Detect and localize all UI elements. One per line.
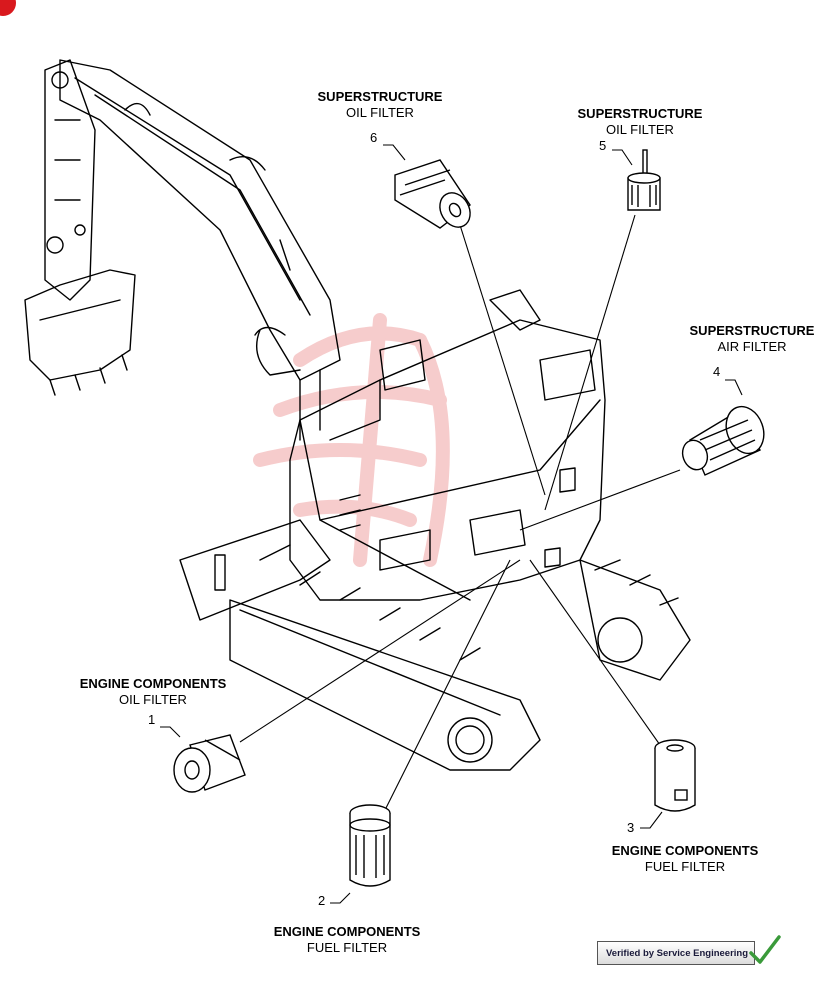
- leader-3-to-machine: [529, 559, 661, 746]
- callout-4: SUPERSTRUCTURE AIR FILTER: [682, 323, 822, 355]
- leader-3: [640, 811, 663, 829]
- callout-number-6: 6: [370, 130, 378, 145]
- leader-2: [330, 892, 351, 904]
- callout-1: ENGINE COMPONENTS OIL FILTER: [72, 676, 234, 708]
- callout-3-sub: FUEL FILTER: [644, 859, 726, 874]
- watermark-logo: [253, 313, 450, 567]
- callout-3-title: ENGINE COMPONENTS: [611, 843, 759, 858]
- part-5-oil-filter: [627, 149, 661, 211]
- leader-2-to-machine: [384, 559, 511, 811]
- verified-badge-text: Verified by Service Engineering: [606, 947, 749, 959]
- leader-lines: [160, 144, 743, 904]
- callout-1-title: ENGINE COMPONENTS: [79, 676, 227, 691]
- leader-4-to-machine: [519, 469, 681, 531]
- callout-number-1: 1: [148, 712, 156, 727]
- leader-1: [160, 726, 181, 738]
- leader-5: [612, 149, 633, 166]
- leader-4: [725, 379, 743, 396]
- part-2-fuel-filter: [349, 804, 391, 887]
- callout-2-title: ENGINE COMPONENTS: [273, 924, 421, 939]
- callout-5-sub: OIL FILTER: [606, 122, 674, 137]
- verified-badge: Verified by Service Engineering: [597, 941, 755, 965]
- callout-4-title: SUPERSTRUCTURE: [689, 323, 815, 338]
- corner-mark: [0, 0, 16, 16]
- excavator-boom: [59, 59, 341, 381]
- callout-6-title: SUPERSTRUCTURE: [317, 89, 443, 104]
- part-3-fuel-filter: [654, 739, 696, 812]
- part-1-oil-filter: [173, 734, 246, 793]
- callout-5-title: SUPERSTRUCTURE: [577, 106, 703, 121]
- excavator-stick: [44, 59, 96, 301]
- callout-number-2: 2: [318, 893, 326, 908]
- excavator-tracks: [179, 519, 691, 771]
- part-4-air-filter: [681, 405, 765, 476]
- leader-1-to-machine: [239, 559, 521, 743]
- callout-6: SUPERSTRUCTURE OIL FILTER: [310, 89, 450, 121]
- callout-6-sub: OIL FILTER: [346, 105, 414, 120]
- callout-5: SUPERSTRUCTURE OIL FILTER: [570, 106, 710, 138]
- callout-2: ENGINE COMPONENTS FUEL FILTER: [264, 924, 430, 956]
- leader-6-to-machine: [459, 224, 546, 496]
- leader-6: [383, 144, 406, 161]
- callout-number-4: 4: [713, 364, 721, 379]
- excavator-bucket: [24, 269, 136, 396]
- excavator-superstructure: [289, 289, 606, 601]
- callout-1-sub: OIL FILTER: [119, 692, 187, 707]
- callout-2-sub: FUEL FILTER: [306, 940, 388, 955]
- callout-4-sub: AIR FILTER: [717, 339, 787, 354]
- callout-number-5: 5: [599, 138, 607, 153]
- callout-number-3: 3: [627, 820, 635, 835]
- part-6-oil-filter: [394, 159, 471, 229]
- callout-3: ENGINE COMPONENTS FUEL FILTER: [602, 843, 768, 875]
- checkmark-icon: [749, 935, 781, 964]
- leader-5-to-machine: [544, 214, 636, 511]
